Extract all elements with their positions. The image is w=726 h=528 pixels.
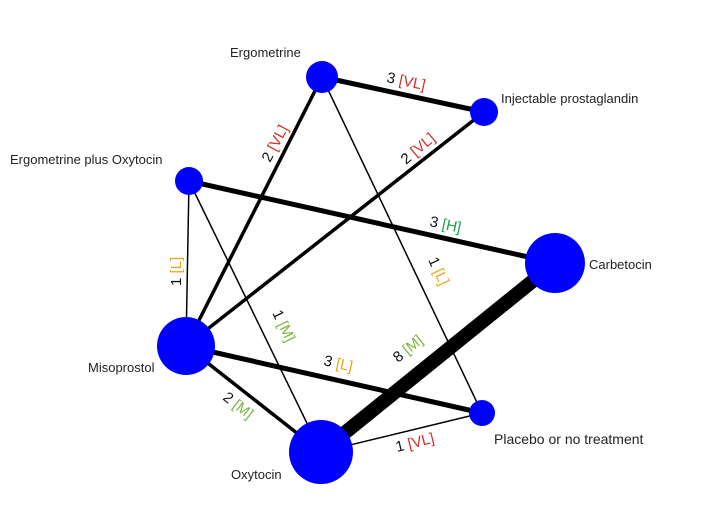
edge-label-carbetocin-oxytocin: 8 [M] (390, 332, 427, 366)
edge-label-ergometrine-plus-oxytocin-misoprostol: 1 [L] (168, 257, 185, 286)
node-injectable-prostaglandin (470, 98, 498, 126)
label-injectable-prostaglandin: Injectable prostaglandin (501, 91, 638, 106)
edge-label-ergometrine-plus-oxytocin-carbetocin: 3 [H] (428, 213, 463, 236)
edge-ergometrine-injectable-prostaglandin (321, 74, 485, 115)
label-placebo: Placebo or no treatment (494, 431, 644, 447)
label-misoprostol: Misoprostol (88, 360, 155, 375)
edge-carbetocin-oxytocin (316, 257, 560, 458)
node-placebo (469, 400, 495, 426)
edges (184, 74, 560, 458)
node-carbetocin (525, 233, 585, 293)
edge-injectable-prostaglandin-misoprostol (184, 110, 486, 348)
edge-label-misoprostol-oxytocin: 2 [M] (220, 389, 257, 423)
nodes (157, 61, 585, 484)
label-carbetocin: Carbetocin (589, 257, 652, 272)
node-misoprostol (157, 317, 215, 375)
edge-label-ergometrine-placebo: 1 [L] (424, 255, 452, 289)
edge-ergometrine-misoprostol (184, 76, 324, 347)
node-ergometrine-plus-oxytocin (175, 167, 203, 195)
edge-ergometrine-plus-oxytocin-carbetocin (188, 178, 556, 266)
edge-label-misoprostol-placebo: 3 [L] (322, 352, 354, 375)
label-oxytocin: Oxytocin (231, 467, 282, 482)
label-ergometrine-plus-oxytocin: Ergometrine plus Oxytocin (10, 152, 162, 167)
edge-ergometrine-placebo (321, 76, 483, 414)
edge-label-ergometrine-plus-oxytocin-oxytocin: 1 [M] (268, 307, 298, 344)
edge-label-oxytocin-placebo: 1 [VL] (394, 430, 436, 456)
edge-label-ergometrine-injectable: 3 [VL] (385, 69, 427, 94)
edge-ergometrine-plus-oxytocin-oxytocin (188, 180, 322, 453)
edge-misoprostol-placebo (185, 343, 483, 416)
label-ergometrine: Ergometrine (230, 45, 301, 60)
node-oxytocin (289, 420, 353, 484)
node-ergometrine (306, 61, 338, 93)
node-labels: Ergometrine Injectable prostaglandin Erg… (10, 45, 652, 482)
